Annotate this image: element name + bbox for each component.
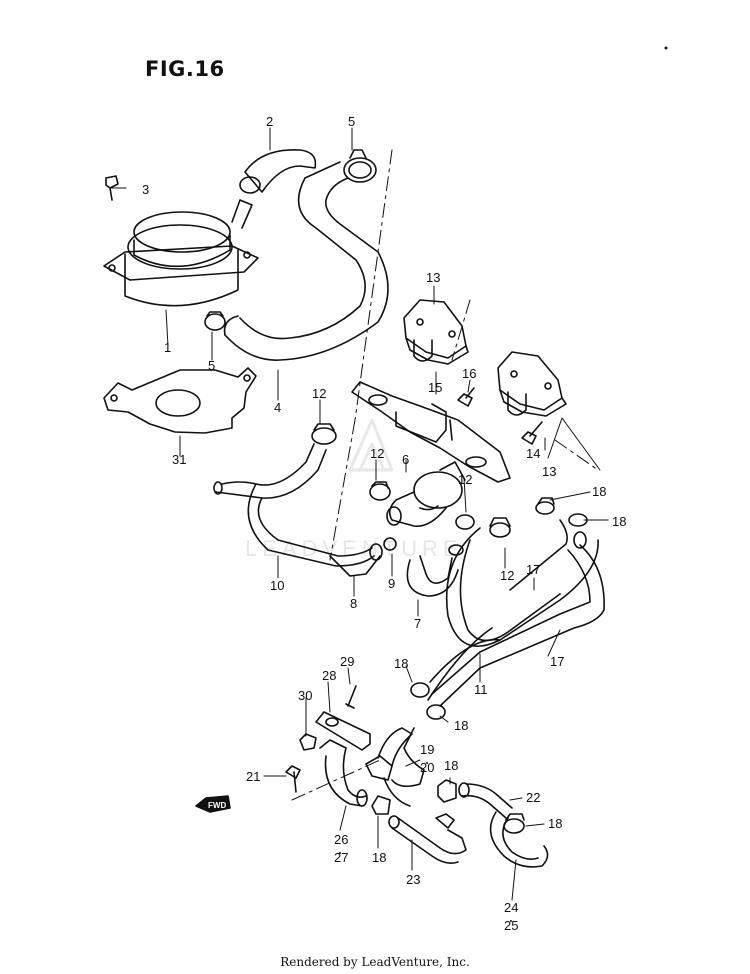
callout-18c: 18 xyxy=(394,656,408,671)
bracket-31 xyxy=(103,367,257,434)
callout-10: 10 xyxy=(270,578,284,593)
clamp-18-d xyxy=(426,704,446,720)
figure-title: FIG.16 xyxy=(145,57,225,81)
hose-24-25 xyxy=(489,811,549,868)
callout-6: 6 xyxy=(402,452,409,467)
footer-credit: Rendered by LeadVenture, Inc. xyxy=(280,955,470,969)
callout-5a: 5 xyxy=(348,114,355,129)
valve-6 xyxy=(386,461,466,527)
callout-19: 19 xyxy=(420,742,434,757)
callout-18e: 18 xyxy=(444,758,458,773)
clamp-12-b xyxy=(369,481,391,501)
bolt-21 xyxy=(285,765,301,793)
callout-dots xyxy=(339,46,668,922)
hose-4 xyxy=(223,161,389,361)
callout-18a: 18 xyxy=(592,484,606,499)
hose-10 xyxy=(213,443,383,567)
fwd-arrow-icon: FWD xyxy=(195,795,231,813)
callout-7: 7 xyxy=(414,616,421,631)
clamp-12-d xyxy=(489,517,511,538)
callout-27: 27 xyxy=(334,850,348,865)
callout-13a: 13 xyxy=(426,270,440,285)
callout-31: 31 xyxy=(172,452,186,467)
clamp-12-a xyxy=(311,423,337,445)
callout-20: 20 xyxy=(420,760,434,775)
clamp-12-c xyxy=(455,514,475,530)
callout-12a: 12 xyxy=(312,386,326,401)
callout-11: 11 xyxy=(474,682,488,697)
bolt-3 xyxy=(105,175,119,201)
callout-18d: 18 xyxy=(454,718,468,733)
callout-13b: 13 xyxy=(542,464,556,479)
hose-17 xyxy=(431,519,605,707)
callout-4: 4 xyxy=(274,400,281,415)
callout-22: 22 xyxy=(526,790,540,805)
callout-15: 15 xyxy=(428,380,442,395)
clamp-18-g xyxy=(503,813,525,834)
callout-12b: 12 xyxy=(370,446,384,461)
bolt-14 xyxy=(521,421,543,445)
callout-26: 26 xyxy=(334,832,348,847)
bolt-16 xyxy=(457,387,475,407)
plug-9 xyxy=(383,537,397,551)
hose-23 xyxy=(388,815,467,864)
callout-28: 28 xyxy=(322,668,336,683)
hose-22 xyxy=(458,782,513,819)
clamp-18-e xyxy=(437,779,457,803)
clamp-18-f xyxy=(371,795,391,815)
callout-29: 29 xyxy=(340,654,354,669)
reed-valve-13-lower xyxy=(497,351,567,417)
callout-21: 21 xyxy=(246,769,260,784)
callout-14: 14 xyxy=(526,446,540,461)
callout-18f: 18 xyxy=(372,850,386,865)
pipe-19-20 xyxy=(365,727,425,807)
hose-11 xyxy=(427,527,599,701)
callout-8: 8 xyxy=(350,596,357,611)
callout-24: 24 xyxy=(504,900,518,915)
assembly-lines xyxy=(291,149,599,801)
clamp-5-lower xyxy=(204,311,226,331)
callout-9: 9 xyxy=(388,576,395,591)
clamp-5-upper xyxy=(343,149,377,183)
clamp-18-a xyxy=(535,497,555,515)
callout-25: 25 xyxy=(504,918,518,933)
callout-12d: 12 xyxy=(500,568,514,583)
watermark-logo xyxy=(348,418,394,472)
nut-30 xyxy=(299,733,317,751)
callout-23: 23 xyxy=(406,872,420,887)
clamp-18-h xyxy=(435,813,455,829)
callout-3: 3 xyxy=(142,182,149,197)
pipe-8 xyxy=(329,555,381,577)
gasket-28 xyxy=(315,711,371,751)
stud-29 xyxy=(345,685,357,709)
callout-labels: 2 3 5 1 5 4 31 13 16 15 12 12 6 12 14 13… xyxy=(142,114,626,933)
hose-2 xyxy=(239,149,317,194)
hose-7 xyxy=(406,544,464,597)
pipe-26-27 xyxy=(319,739,368,807)
gasket-plate-15 xyxy=(351,381,511,483)
leader-lines xyxy=(111,127,609,901)
callout-30: 30 xyxy=(298,688,312,703)
fwd-label: FWD xyxy=(208,801,226,810)
clamp-18-c xyxy=(410,682,430,698)
callout-17a: 17 xyxy=(526,562,540,577)
callout-12c: 12 xyxy=(458,472,472,487)
reed-valve-13-upper xyxy=(403,299,469,365)
callout-5b: 5 xyxy=(208,358,215,373)
callout-16: 16 xyxy=(462,366,476,381)
callout-17b: 17 xyxy=(550,654,564,669)
callout-18b: 18 xyxy=(612,514,626,529)
air-cleaner-1 xyxy=(103,199,259,307)
callout-2: 2 xyxy=(266,114,273,129)
callout-18g: 18 xyxy=(548,816,562,831)
callout-1: 1 xyxy=(164,340,171,355)
